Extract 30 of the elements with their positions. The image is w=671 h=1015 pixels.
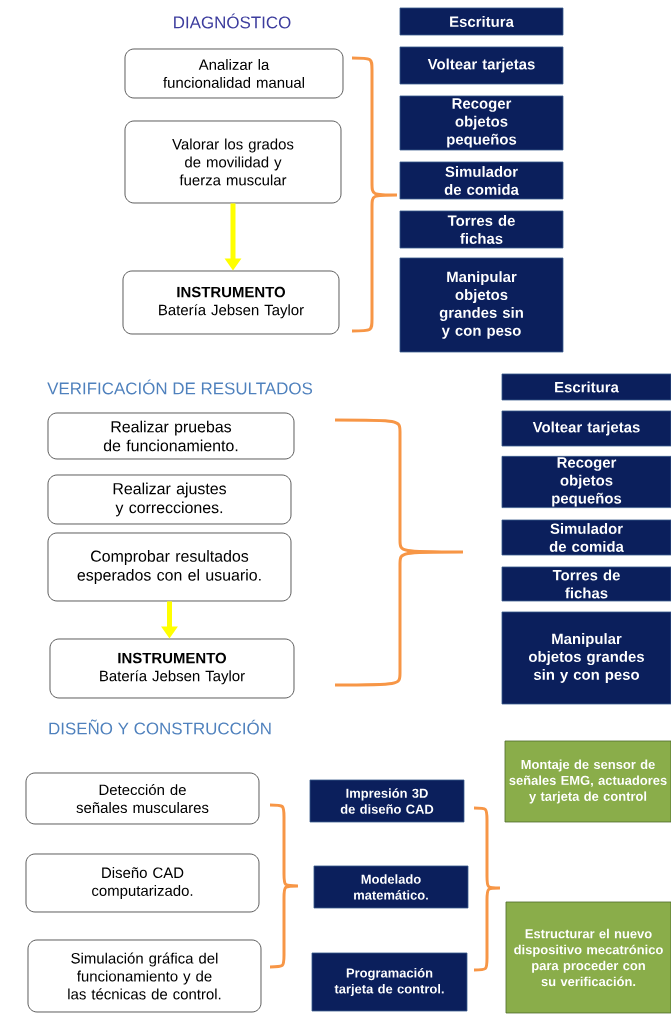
task-box: Escritura (399, 7, 564, 36)
task-box: Voltear tarjetas (501, 410, 671, 447)
task-box: Torres de fichas (399, 210, 564, 249)
task-box: Impresión 3D de diseño CAD (309, 779, 465, 823)
task-box: Programación tarjeta de control. (311, 952, 468, 1012)
process-box: Comprobar resultados esperados con el usuario. (47, 532, 292, 602)
section-heading: DISEÑO Y CONSTRUCCIÓN (49, 719, 271, 735)
task-box: Manipular objetos grandes sin y con peso (399, 257, 564, 353)
process-box: Valorar los grados de movilidad y fuerza muscular (124, 120, 342, 204)
task-box: Simulador de comida (399, 161, 564, 200)
task-box: Voltear tarjetas (399, 46, 564, 85)
process-box: INSTRUMENTO Batería Jebsen Taylor (49, 638, 295, 699)
result-box: Estructurar el nuevo dispositivo mecatrónico para proceder con su verificación. (505, 901, 671, 1014)
process-box: INSTRUMENTO Batería Jebsen Taylor (122, 270, 340, 335)
task-box: Recoger objetos pequeños (399, 95, 564, 151)
task-box: Torres de fichas (501, 566, 671, 602)
process-box: Realizar ajustes y correcciones. (47, 474, 292, 525)
process-box: Realizar pruebas de funcionamiento. (47, 412, 295, 460)
result-box: Montaje de sensor de señales EMG, actuadores y tarjeta de control (504, 740, 671, 823)
task-box: Escritura (501, 373, 671, 401)
process-box: Detección de señales musculares (25, 772, 260, 825)
section-heading: DIAGNÓSTICO (174, 13, 291, 29)
task-box: Manipular objetos grandes sin y con peso (501, 611, 671, 705)
section-heading: VERIFICACIÓN DE RESULTADOS (47, 379, 313, 395)
task-box: Modelado matemático. (313, 865, 469, 909)
process-box: Diseño CAD computarizado. (25, 853, 260, 913)
task-box: Recoger objetos pequeños (501, 455, 671, 508)
task-box: Simulador de comida (501, 519, 671, 556)
process-box: Analizar la funcionalidad manual (124, 48, 344, 99)
process-box: Simulación gráfica del funcionamiento y de las técnicas de control. (27, 939, 262, 1013)
